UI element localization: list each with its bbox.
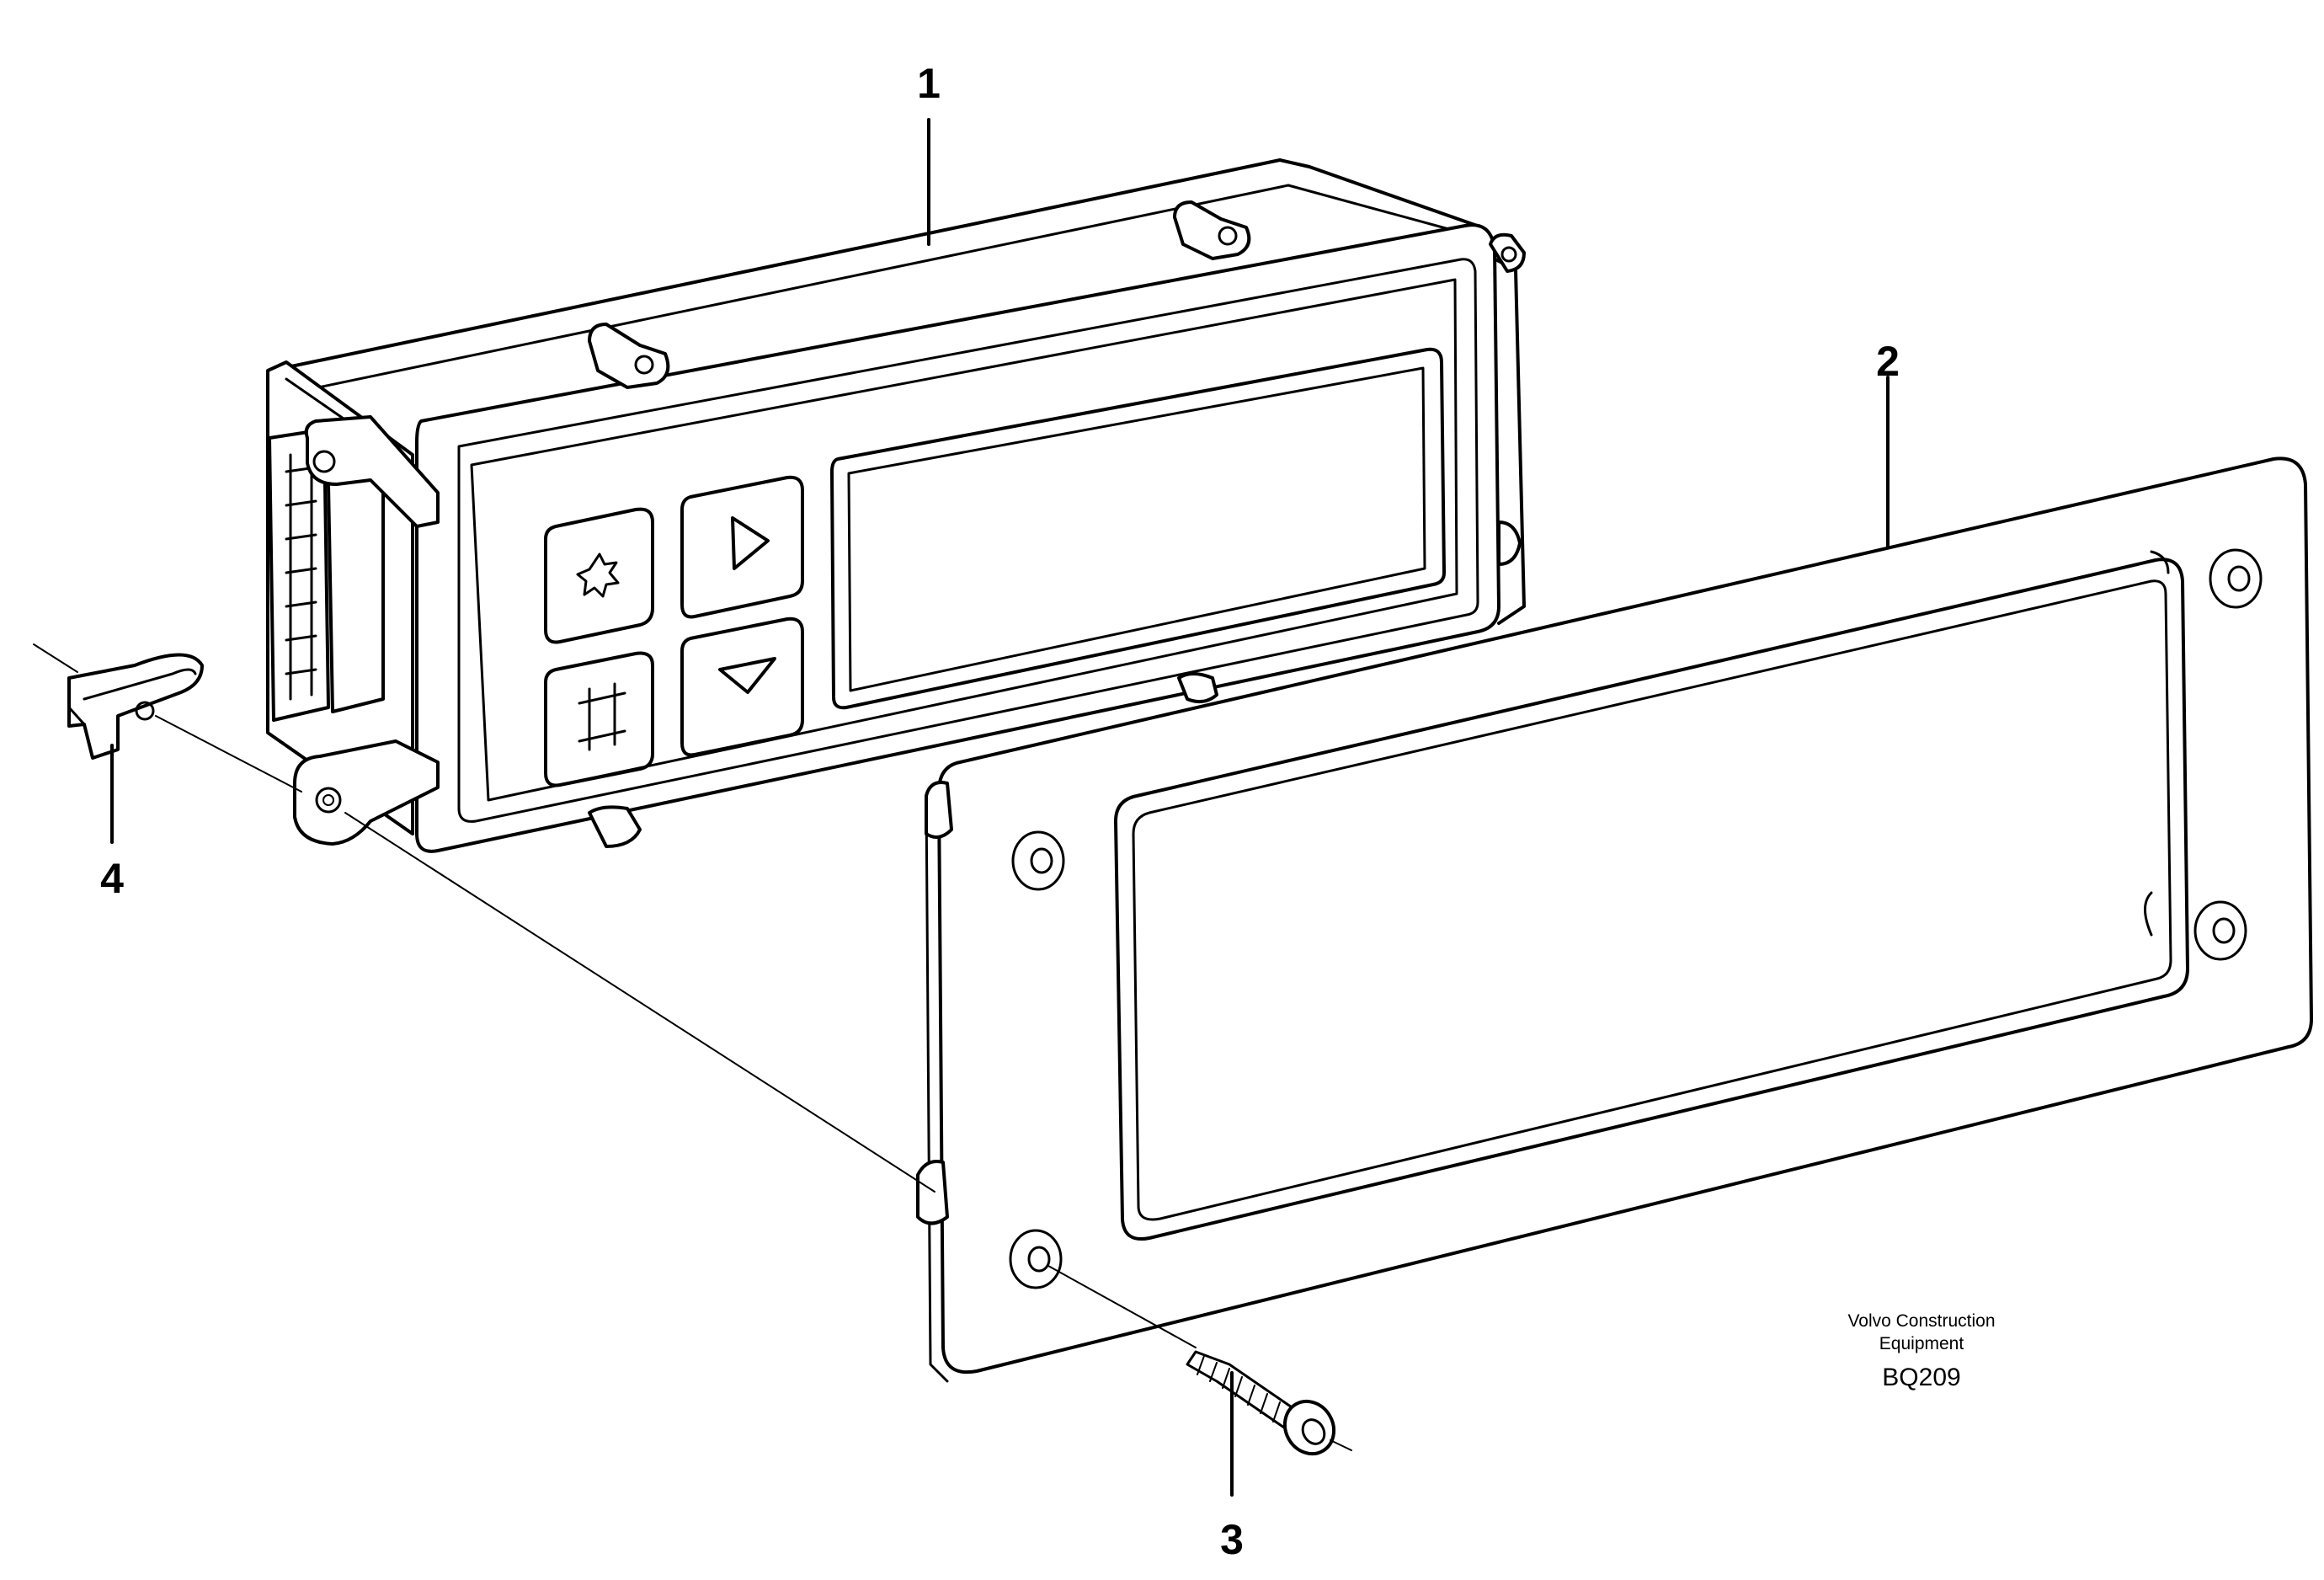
callout-leaders xyxy=(110,118,1890,1497)
callout-3: 3 xyxy=(1220,1516,1244,1563)
mounting-frame xyxy=(916,456,2313,1383)
control-unit xyxy=(266,158,1526,853)
callout-2: 2 xyxy=(1876,338,1900,385)
clip xyxy=(67,653,204,760)
callout-1: 1 xyxy=(917,60,941,107)
caption-line-1: Volvo Construction xyxy=(1847,1311,1995,1331)
button-group xyxy=(544,475,804,787)
caption-code: BQ209 xyxy=(1882,1364,1960,1391)
defrost-icon xyxy=(578,682,626,751)
frame-holes xyxy=(1009,548,2263,1289)
caption-line-2: Equipment xyxy=(1879,1334,1964,1353)
connector-block xyxy=(268,428,385,722)
mounting-bracket xyxy=(293,415,440,846)
callout-4: 4 xyxy=(100,855,124,902)
screw xyxy=(1186,1350,1336,1456)
snowflake-icon xyxy=(576,552,620,598)
assembly-lines xyxy=(33,643,1352,1451)
mounting-pegs xyxy=(588,200,1526,848)
play-triangle-icon xyxy=(731,516,770,570)
down-triangle-icon xyxy=(718,657,776,694)
caption-block: Volvo Construction Equipment BQ209 xyxy=(1847,1311,1995,1391)
